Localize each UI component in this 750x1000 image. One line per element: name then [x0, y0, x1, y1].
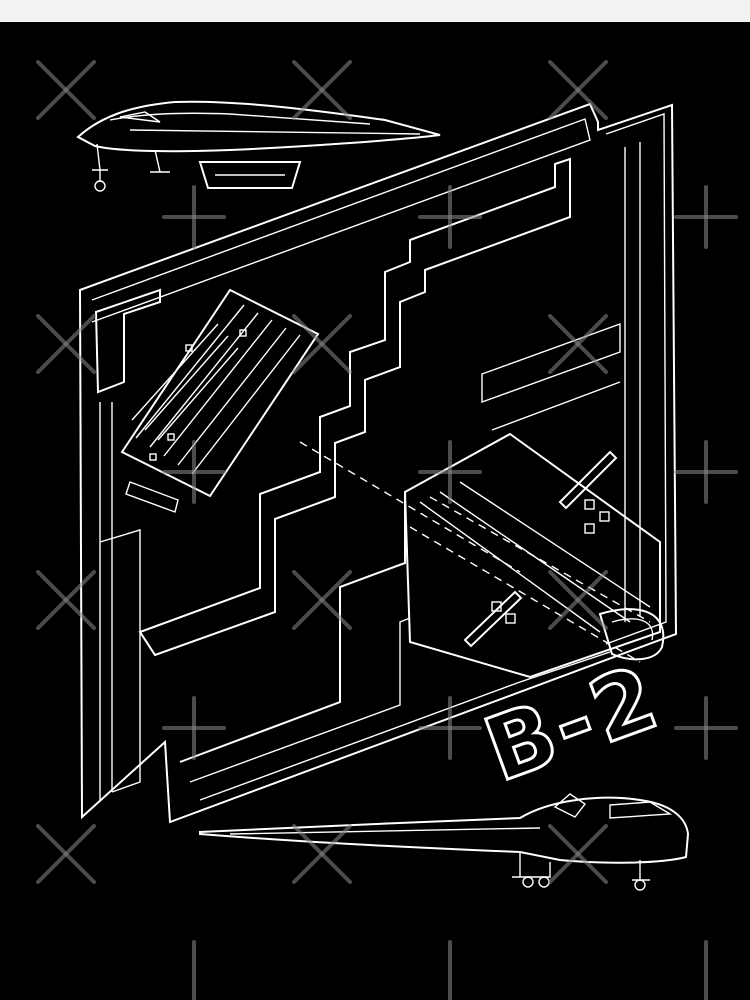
- top-aircraft-profile: [76, 100, 441, 192]
- bottom-aircraft-profile: [199, 793, 690, 891]
- blueprint-artwork: B-2: [36, 60, 738, 1000]
- weapons-bay: [120, 288, 320, 513]
- poster: B-2: [0, 22, 750, 1000]
- watermark-pattern: [36, 60, 738, 1000]
- cutaway-plan: [78, 102, 678, 824]
